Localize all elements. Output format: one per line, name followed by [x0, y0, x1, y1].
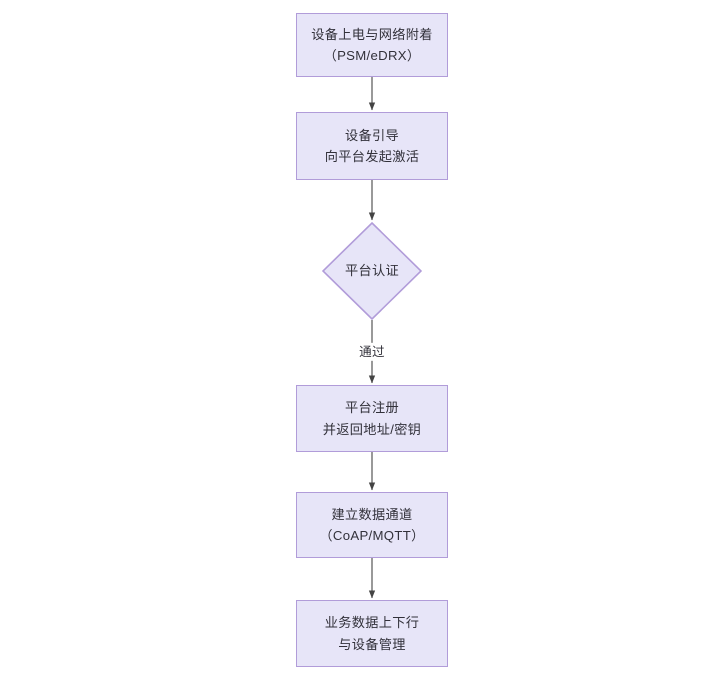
- flow-node-label: 设备上电与网络附着 （PSM/eDRX）: [311, 26, 433, 63]
- flow-node-label: 设备引导 向平台发起激活: [324, 127, 420, 164]
- flow-node-label: 建立数据通道 （CoAP/MQTT）: [319, 506, 425, 543]
- edge-label-pass: 通过: [356, 342, 388, 362]
- flow-node-business-data-and-device-mgmt[interactable]: 业务数据上下行 与设备管理: [296, 600, 448, 667]
- flow-node-platform-auth-decision[interactable]: 平台认证: [322, 222, 422, 320]
- diamond-shape: [322, 222, 422, 320]
- flow-node-label: 业务数据上下行 与设备管理: [324, 615, 420, 652]
- flow-node-platform-register[interactable]: 平台注册 并返回地址/密钥: [296, 385, 448, 452]
- flow-node-label: 平台注册 并返回地址/密钥: [322, 400, 422, 437]
- flow-node-establish-data-channel[interactable]: 建立数据通道 （CoAP/MQTT）: [296, 492, 448, 558]
- flow-node-device-power-on[interactable]: 设备上电与网络附着 （PSM/eDRX）: [296, 13, 448, 77]
- flow-node-device-bootstrap[interactable]: 设备引导 向平台发起激活: [296, 112, 448, 180]
- flow-node-label: 平台认证: [345, 263, 399, 279]
